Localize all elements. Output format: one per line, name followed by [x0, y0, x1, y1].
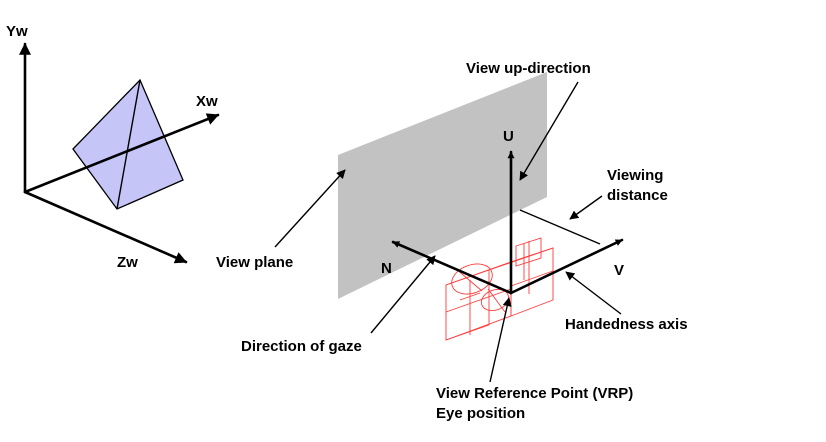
view-up-direction-label: View up-direction [466, 60, 591, 77]
camera-lens-back [480, 289, 510, 311]
world-coordinate-system: Yw Xw Zw [6, 23, 220, 271]
view-plane-label: View plane [216, 254, 293, 271]
zw-axis [23, 190, 188, 264]
v-axis [509, 238, 624, 295]
camera-lens-front [451, 263, 493, 295]
eye-position-label: Eye position [436, 405, 525, 422]
camera-viewfinder [515, 237, 542, 267]
leader-arrows [274, 81, 622, 383]
gaze-leader [370, 255, 436, 334]
pyramid-object [72, 78, 184, 210]
direction-of-gaze-label: Direction of gaze [241, 338, 362, 355]
viewing-distance-line [519, 209, 601, 245]
vrp-label: View Reference Point (VRP) [436, 385, 633, 402]
view-plane-leader [274, 169, 346, 248]
zw-axis-label: Zw [117, 254, 138, 271]
xw-axis-label: Xw [196, 93, 218, 110]
handedness-leader [565, 271, 622, 315]
viewing-coordinate-system: U N V [381, 128, 624, 295]
v-axis-label: V [614, 262, 624, 279]
n-axis-label: N [381, 260, 392, 277]
u-axis-label: U [503, 128, 514, 145]
viewing-distance-label-2: distance [607, 187, 668, 204]
n-axis [391, 240, 513, 295]
pyramid-edge [116, 79, 141, 210]
viewing-distance-leader [569, 195, 603, 220]
view-plane [338, 72, 547, 299]
view-up-leader [519, 81, 579, 181]
vrp-leader [489, 297, 512, 383]
handedness-axis-label: Handedness axis [565, 316, 688, 333]
viewing-distance-label-1: Viewing [607, 167, 663, 184]
yw-axis-label: Yw [6, 23, 28, 40]
annotations: View up-direction Viewing distance View … [216, 60, 688, 422]
xw-axis [23, 113, 220, 194]
